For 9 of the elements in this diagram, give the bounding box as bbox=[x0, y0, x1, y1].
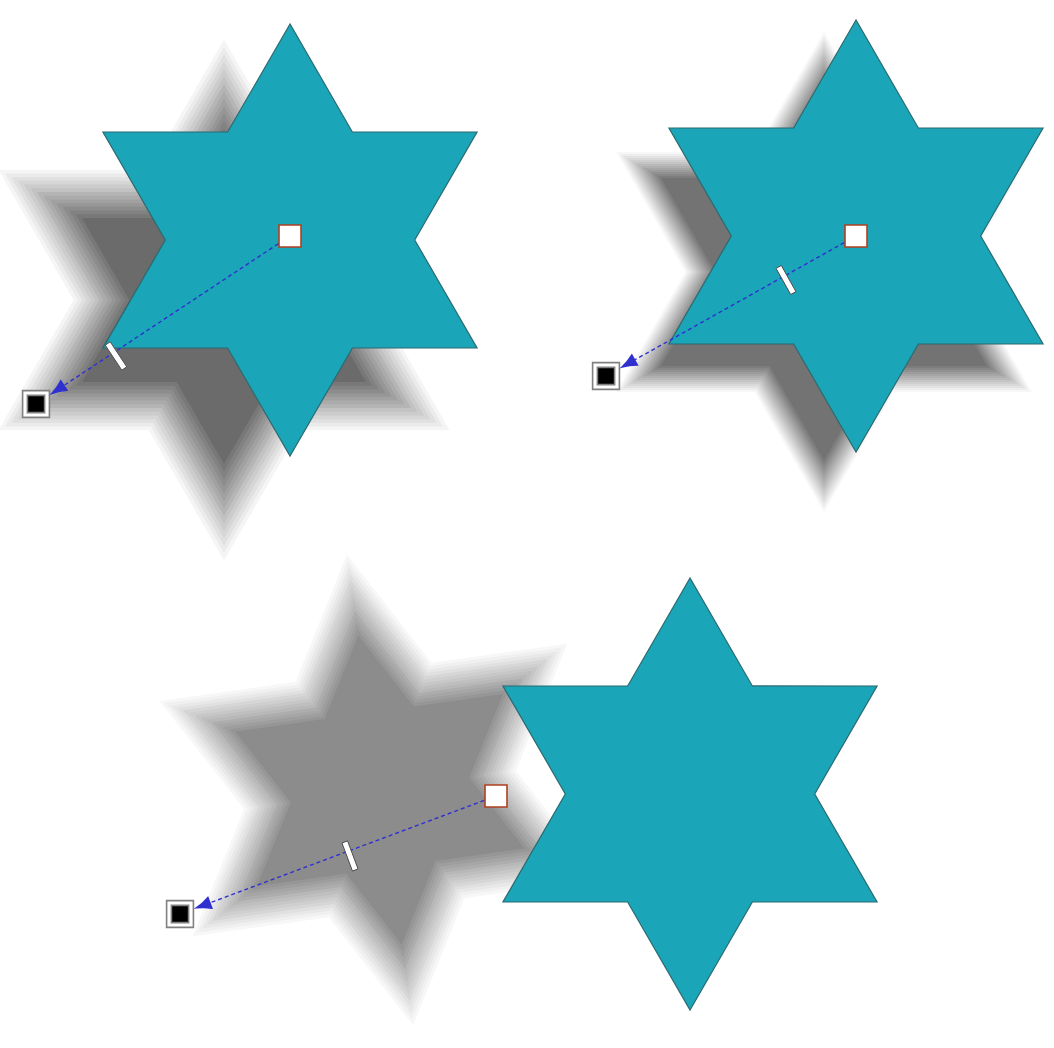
start-handle bbox=[484, 784, 508, 808]
start-handle bbox=[844, 224, 868, 248]
start-handle bbox=[278, 224, 302, 248]
end-handle bbox=[165, 899, 195, 929]
dashed-arrow bbox=[621, 241, 845, 368]
end-handle bbox=[21, 389, 51, 419]
end-handle bbox=[591, 361, 621, 391]
dashed-arrow bbox=[51, 243, 279, 395]
dashed-arrow bbox=[195, 799, 485, 909]
